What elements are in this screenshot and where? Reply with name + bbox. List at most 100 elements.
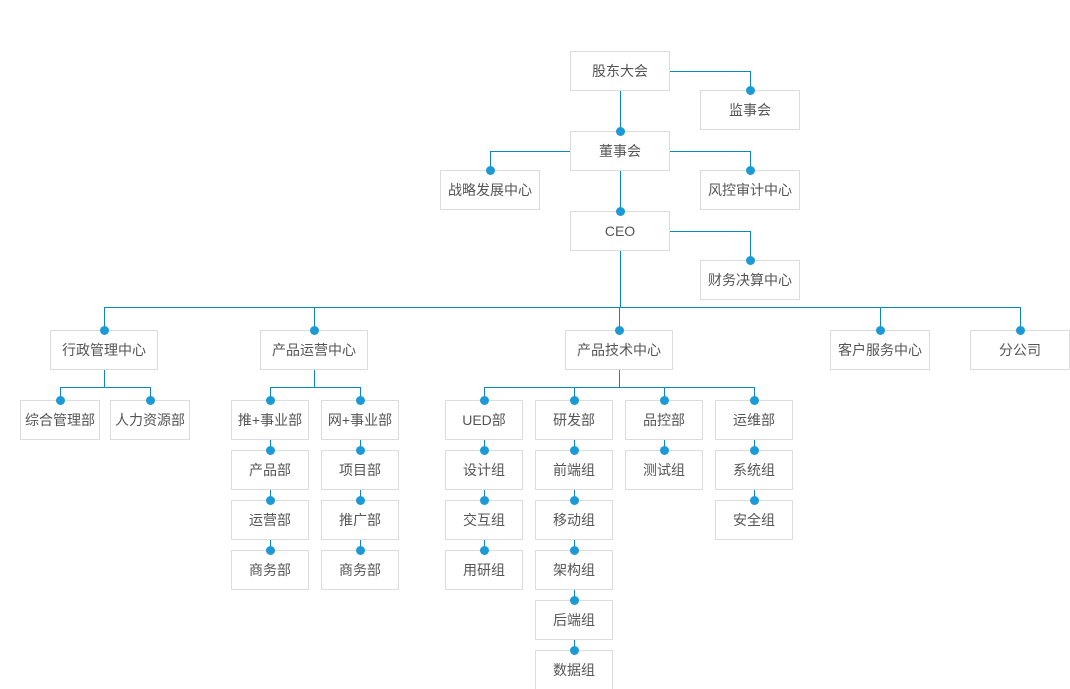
rnd-chain-3 [574, 540, 575, 550]
main-bus-line [104, 307, 1020, 308]
node-strategy-development-center[interactable]: 战略发展中心 [440, 170, 540, 210]
connector-dot-business-dept-1 [265, 545, 275, 555]
node-label: 综合管理部 [25, 412, 95, 428]
node-board-of-directors[interactable]: 董事会 [570, 131, 670, 171]
connector-dot-finance [745, 255, 755, 265]
bus-drop-admin [104, 307, 105, 330]
node-label: CEO [604, 223, 636, 239]
node-label: 风控审计中心 [708, 182, 792, 198]
product-ops-bus [270, 387, 360, 388]
node-ceo[interactable]: CEO [570, 211, 670, 251]
connector-dot-backend-group [569, 595, 579, 605]
node-business-dept-tui[interactable]: 商务部 [231, 550, 309, 590]
node-architecture-group[interactable]: 架构组 [535, 550, 613, 590]
rnd-chain-5 [574, 640, 575, 650]
connector-dot-customer-service-center [875, 325, 885, 335]
connector-dot-system-group [749, 445, 759, 455]
node-finance-settlement-center[interactable]: 财务决算中心 [700, 260, 800, 300]
node-shareholders-meeting[interactable]: 股东大会 [570, 51, 670, 91]
node-label: 网+事业部 [327, 412, 393, 428]
node-label: 客户服务中心 [838, 342, 922, 358]
node-rnd-dept[interactable]: 研发部 [535, 400, 613, 440]
tui-chain-1 [270, 440, 271, 450]
node-label: 运营部 [249, 512, 291, 528]
wang-chain-1 [360, 440, 361, 450]
connector-dot-project-dept [355, 445, 365, 455]
connector-dot-test-group [659, 445, 669, 455]
connector-dot-hr [145, 395, 155, 405]
connector-dot-interaction-group [479, 495, 489, 505]
node-product-dept[interactable]: 产品部 [231, 450, 309, 490]
node-label: 商务部 [339, 562, 381, 578]
node-label: 商务部 [249, 562, 291, 578]
node-tui-plus-division[interactable]: 推+事业部 [231, 400, 309, 440]
connector-dot-general-mgmt [55, 395, 65, 405]
connector-ceo-to-bus-v [620, 251, 621, 307]
connector-dot-supervisory [745, 85, 755, 95]
node-security-group[interactable]: 安全组 [715, 500, 793, 540]
bus-drop-product-tech [619, 307, 620, 330]
node-human-resources-dept[interactable]: 人力资源部 [110, 400, 190, 440]
connector-dot-business-dept-2 [355, 545, 365, 555]
connector-dot-design-group [479, 445, 489, 455]
node-ued-dept[interactable]: UED部 [445, 400, 523, 440]
ops-chain-2 [754, 490, 755, 500]
connector-dot-ued-dept [479, 395, 489, 405]
product-tech-stem [619, 370, 620, 387]
node-admin-management-center[interactable]: 行政管理中心 [50, 330, 158, 370]
tech-drop-qa [664, 387, 665, 400]
connector-dot-product-tech-center [614, 325, 624, 335]
node-label: UED部 [462, 412, 506, 428]
node-user-research-group[interactable]: 用研组 [445, 550, 523, 590]
node-quality-control-dept[interactable]: 品控部 [625, 400, 703, 440]
node-label: 产品部 [249, 462, 291, 478]
rnd-chain-2 [574, 490, 575, 500]
node-label: 研发部 [553, 412, 595, 428]
node-wang-plus-division[interactable]: 网+事业部 [321, 400, 399, 440]
node-label: 推广部 [339, 512, 381, 528]
node-system-group[interactable]: 系统组 [715, 450, 793, 490]
node-product-technology-center[interactable]: 产品技术中心 [565, 330, 673, 370]
node-label: 财务决算中心 [708, 272, 792, 288]
connector-dot-admin-center [99, 325, 109, 335]
node-data-group[interactable]: 数据组 [535, 650, 613, 689]
node-operations-maintenance-dept[interactable]: 运维部 [715, 400, 793, 440]
connector-dot-security-group [749, 495, 759, 505]
connector-shareholders-to-supervisory-h [670, 71, 750, 72]
node-business-dept-wang[interactable]: 商务部 [321, 550, 399, 590]
node-label: 测试组 [643, 462, 685, 478]
node-backend-group[interactable]: 后端组 [535, 600, 613, 640]
node-product-operations-center[interactable]: 产品运营中心 [260, 330, 368, 370]
connector-dot-promotion-dept [355, 495, 365, 505]
node-frontend-group[interactable]: 前端组 [535, 450, 613, 490]
ued-chain-3 [484, 540, 485, 550]
node-design-group[interactable]: 设计组 [445, 450, 523, 490]
admin-center-stem [104, 370, 105, 387]
node-mobile-group[interactable]: 移动组 [535, 500, 613, 540]
node-label: 推+事业部 [237, 412, 303, 428]
node-supervisory-board[interactable]: 监事会 [700, 90, 800, 130]
admin-drop-1 [60, 387, 61, 400]
node-branch-company[interactable]: 分公司 [970, 330, 1070, 370]
ued-chain-2 [484, 490, 485, 500]
node-label: 系统组 [733, 462, 775, 478]
node-label: 数据组 [553, 662, 595, 678]
node-label: 用研组 [463, 562, 505, 578]
ued-chain-1 [484, 440, 485, 450]
node-customer-service-center[interactable]: 客户服务中心 [830, 330, 930, 370]
wang-chain-2 [360, 490, 361, 500]
node-project-dept[interactable]: 项目部 [321, 450, 399, 490]
tech-drop-rnd [574, 387, 575, 400]
node-general-management-dept[interactable]: 综合管理部 [20, 400, 100, 440]
product-ops-drop-1 [270, 387, 271, 400]
node-test-group[interactable]: 测试组 [625, 450, 703, 490]
node-operations-dept[interactable]: 运营部 [231, 500, 309, 540]
admin-center-bus [60, 387, 150, 388]
node-promotion-dept[interactable]: 推广部 [321, 500, 399, 540]
node-risk-audit-center[interactable]: 风控审计中心 [700, 170, 800, 210]
connector-dot-operations-dept [265, 495, 275, 505]
node-label: 董事会 [599, 143, 641, 159]
node-interaction-group[interactable]: 交互组 [445, 500, 523, 540]
node-label: 移动组 [553, 512, 595, 528]
node-label: 运维部 [733, 412, 775, 428]
